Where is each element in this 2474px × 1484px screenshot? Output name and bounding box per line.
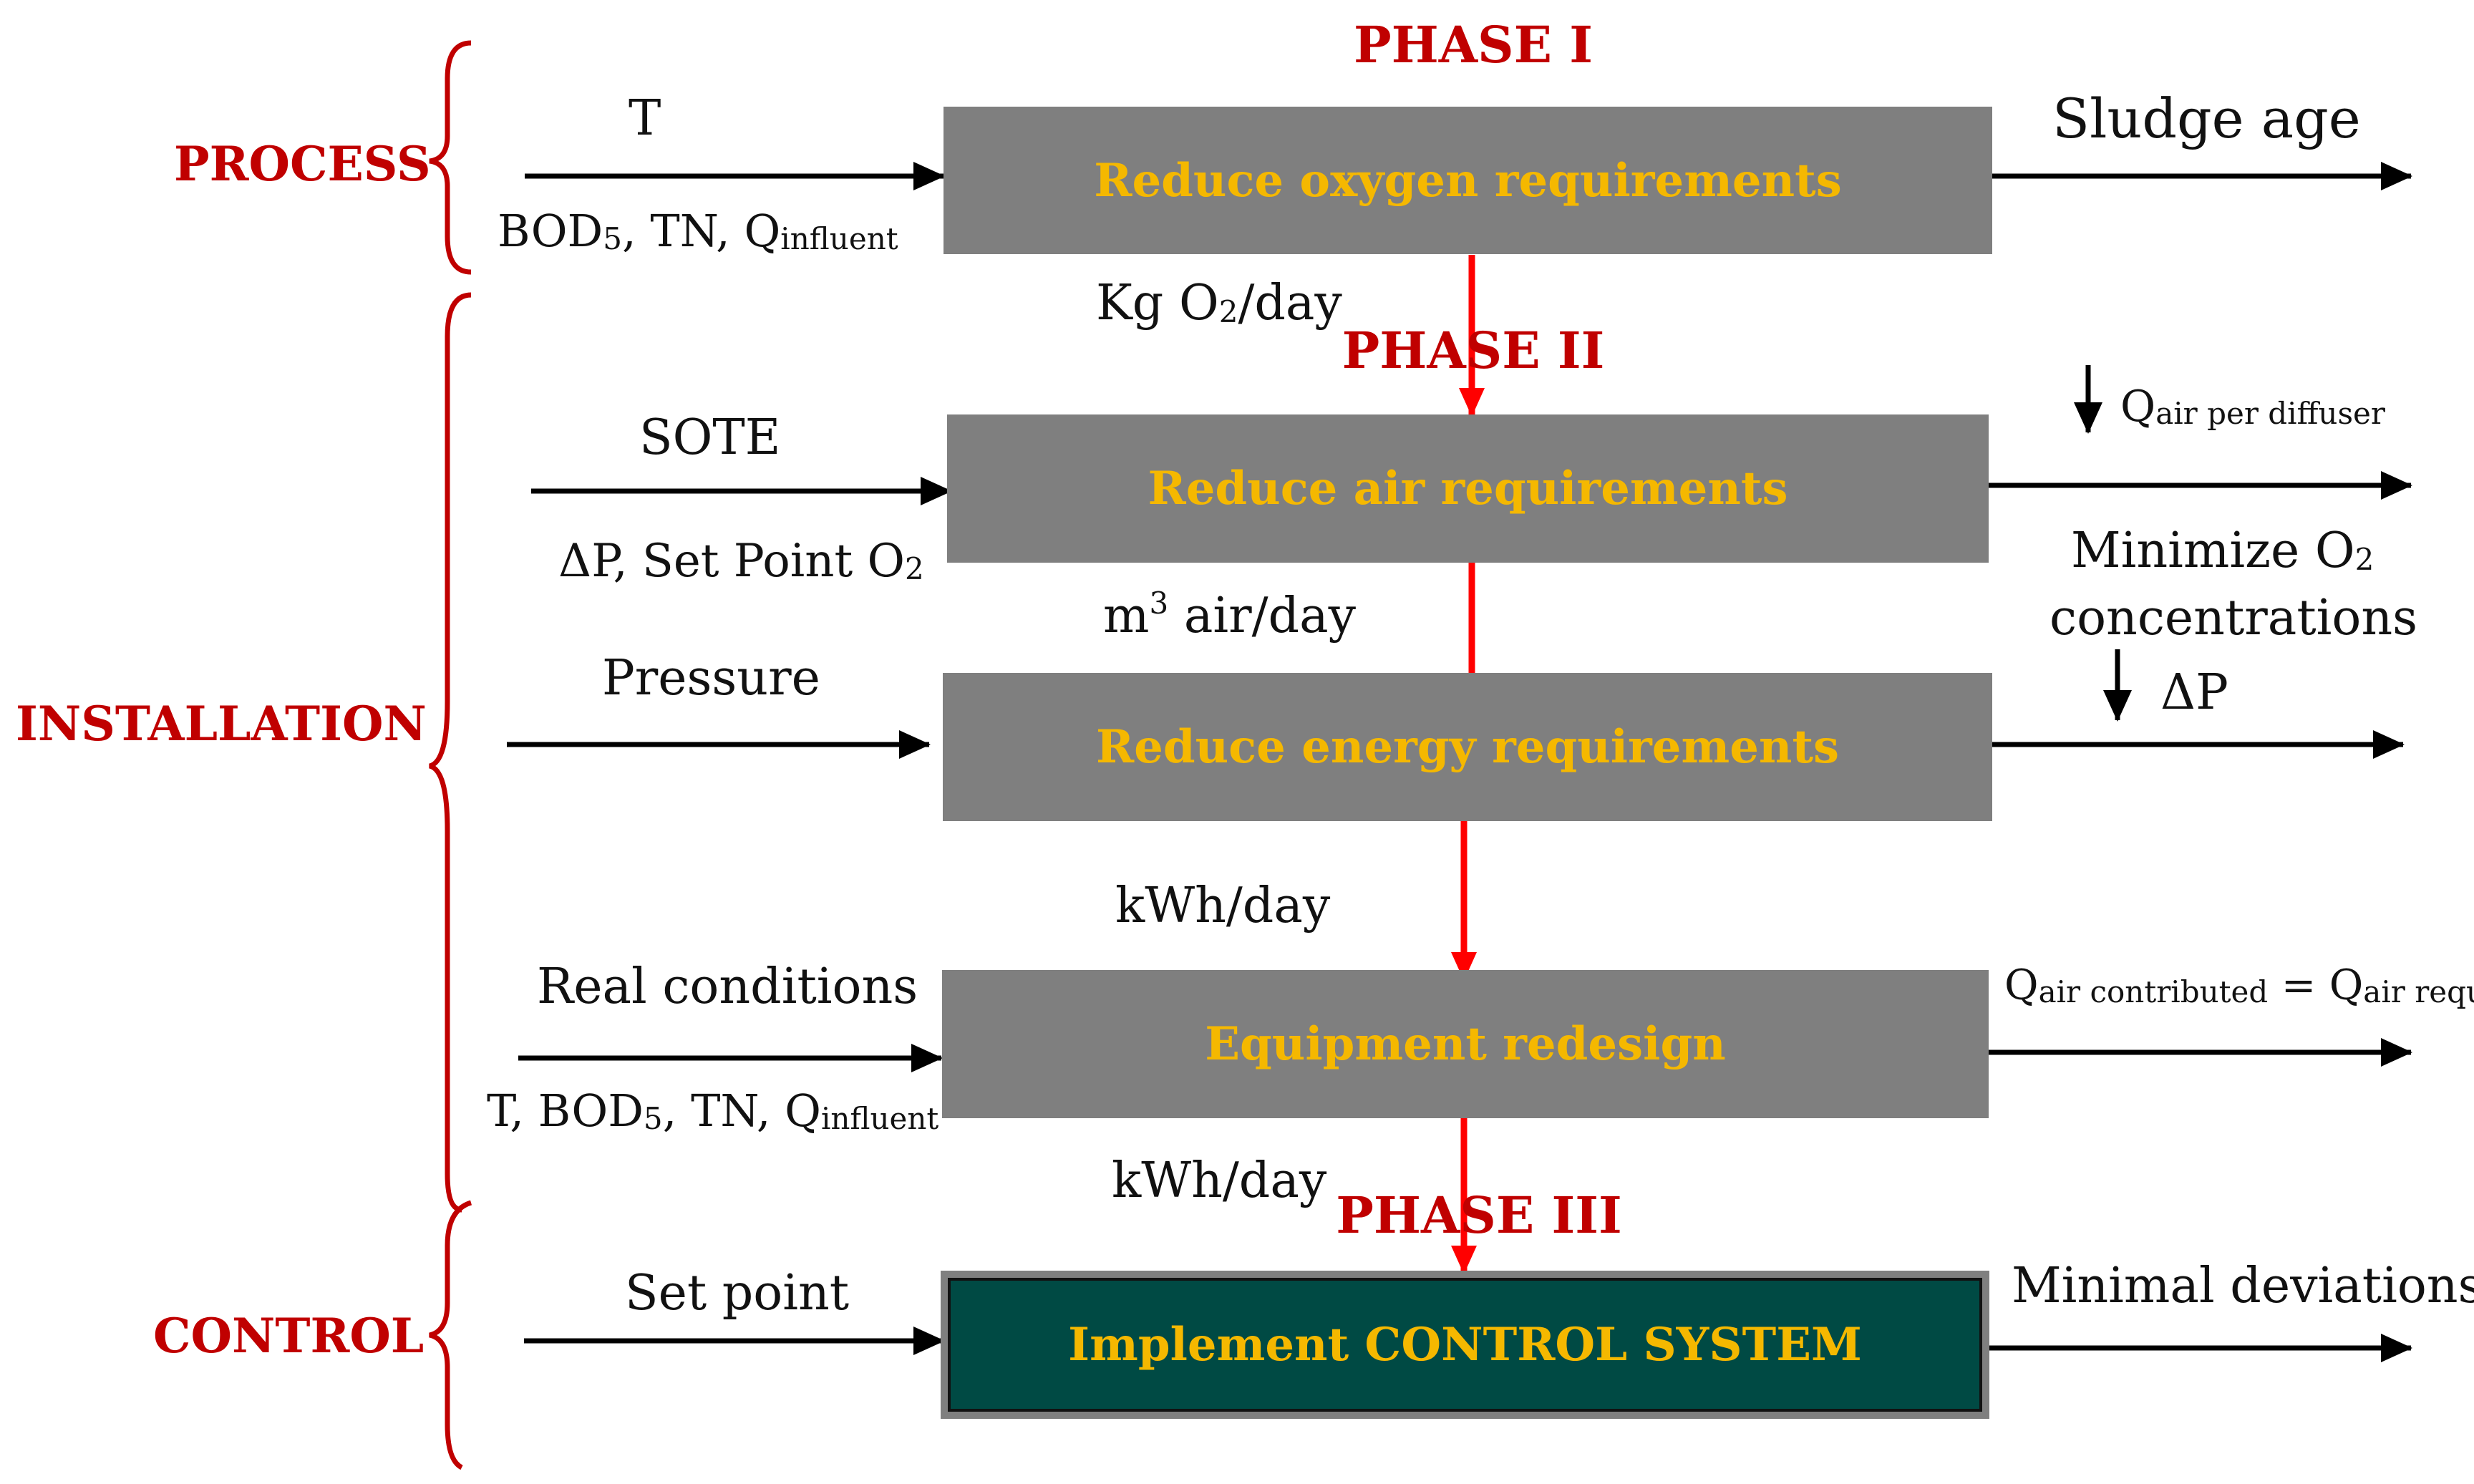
box-label: Reduce air requirements xyxy=(1148,462,1788,515)
phase-2-label: PHASE II xyxy=(1342,321,1605,380)
box-reduce-energy: Reduce energy requirements xyxy=(943,673,1992,821)
subscript: 5 xyxy=(603,221,622,256)
output-qair-per-diffuser: Qair per diffuser xyxy=(2120,385,2385,429)
text: Kg O xyxy=(1096,275,1219,331)
subscript: influent xyxy=(820,1101,939,1136)
text: BOD xyxy=(498,205,603,257)
box-reduce-air: Reduce air requirements xyxy=(947,414,1989,563)
box-label: Equipment redesign xyxy=(1205,1017,1726,1071)
input-sote: SOTE xyxy=(639,409,781,466)
subscript: 2 xyxy=(2354,542,2374,577)
text: T, BOD xyxy=(487,1085,644,1137)
text: Q xyxy=(2120,382,2156,432)
text: /day xyxy=(1238,275,1342,331)
text: m xyxy=(1103,588,1150,644)
input-set-point: Set point xyxy=(625,1265,850,1321)
output-concentrations: concentrations xyxy=(2049,590,2418,646)
box-equipment-redesign: Equipment redesign xyxy=(942,970,1989,1118)
installation-brace xyxy=(428,292,472,1213)
phase-1-label: PHASE I xyxy=(1353,15,1593,74)
label-m3-air-day: m3 air/day xyxy=(1103,588,1356,641)
input-real-conditions: Real conditions xyxy=(537,959,918,1015)
input-pressure: Pressure xyxy=(602,650,820,707)
output-minimize-o2: Minimize O2 xyxy=(2071,527,2374,576)
text: , TN, Q xyxy=(662,1085,821,1137)
output-dp: ΔP xyxy=(2160,664,2228,721)
text: Q xyxy=(2004,961,2039,1009)
input-t: T xyxy=(629,90,661,147)
box-reduce-oxygen: Reduce oxygen requirements xyxy=(943,107,1992,254)
subscript: air required xyxy=(2363,974,2474,1009)
text: = Q xyxy=(2268,961,2364,1009)
text: Minimize O xyxy=(2071,523,2355,579)
text: ΔP, Set Point O xyxy=(558,535,905,588)
subscript: 2 xyxy=(1218,294,1238,329)
box-label: Reduce oxygen requirements xyxy=(1094,153,1842,208)
subscript: air per diffuser xyxy=(2155,396,2385,431)
process-brace xyxy=(429,40,472,275)
subscript: 2 xyxy=(905,551,924,586)
input-bod-tn-q: BOD5, TN, Qinfluent xyxy=(498,209,898,254)
section-process: PROCESS xyxy=(174,136,431,192)
text: air/day xyxy=(1168,588,1357,644)
subscript: influent xyxy=(780,221,898,256)
label-kg-o2-day: Kg O2/day xyxy=(1096,279,1342,328)
label-kwh-day-1: kWh/day xyxy=(1115,878,1331,934)
section-installation: INSTALLATION xyxy=(16,696,427,752)
output-minimal-deviations: Minimal deviations xyxy=(2012,1258,2474,1314)
output-sludge-age: Sludge age xyxy=(2052,87,2361,150)
phase-3-label: PHASE III xyxy=(1336,1185,1622,1245)
box-control-system: Implement CONTROL SYSTEM xyxy=(941,1271,1989,1419)
subscript: 5 xyxy=(643,1101,663,1136)
output-qair-equation: Qair contributed = Qair required xyxy=(2004,964,2474,1007)
superscript: 3 xyxy=(1149,586,1169,621)
control-brace xyxy=(429,1200,472,1470)
box-label: Reduce energy requirements xyxy=(1095,720,1840,774)
subscript: air contributed xyxy=(2038,974,2269,1009)
label-kwh-day-2: kWh/day xyxy=(1112,1153,1327,1209)
box-label: Implement CONTROL SYSTEM xyxy=(1068,1318,1862,1372)
input-dp-setpoint: ΔP, Set Point O2 xyxy=(558,538,924,584)
text: , TN, Q xyxy=(621,205,781,257)
section-control: CONTROL xyxy=(153,1308,425,1364)
input-t-bod-tn-q: T, BOD5, TN, Qinfluent xyxy=(487,1089,938,1134)
